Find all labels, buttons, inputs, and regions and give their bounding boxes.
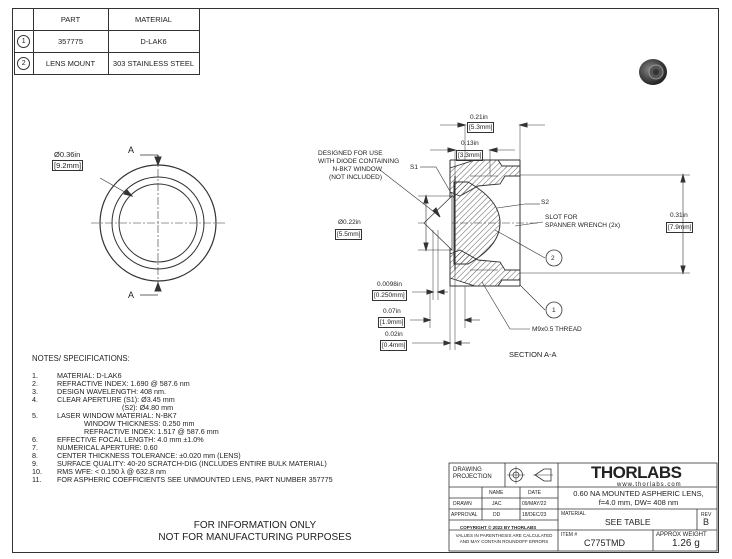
parts-table: PART MATERIAL 1 357775 D-LAK6 2 LENS MOU…	[14, 8, 200, 75]
drawing-projection-label: DRAWING PROJECTION	[453, 467, 492, 480]
note-text: CENTER THICKNESS TOLERANCE: ±0.020 mm (L…	[57, 451, 241, 460]
note-number: 4.	[32, 395, 38, 404]
dim-013-mm: [3.3mm]	[456, 150, 484, 161]
designed-for-note: DESIGNED FOR USE WITH DIODE CONTAINING N…	[318, 150, 400, 181]
note-text: NUMERICAL APERTURE: 0.60	[57, 443, 158, 452]
dim-007-label: 0.07in	[383, 308, 401, 315]
front-view	[91, 154, 225, 296]
disclaimer: FOR INFORMATION ONLY NOT FOR MANUFACTURI…	[158, 520, 352, 543]
note-number: 5.	[32, 411, 38, 420]
weight-value: 1.26 g	[672, 538, 700, 549]
note-text: EFFECTIVE FOCAL LENGTH: 4.0 mm ±1.0%	[57, 435, 204, 444]
note-text: REFRACTIVE INDEX: 1.517 @ 587.6 mm	[84, 427, 219, 436]
dim-00098-label: 0.0098in	[377, 281, 402, 288]
item-label: ITEM #	[561, 532, 578, 538]
front-diameter-mm: [9.2mm]	[52, 160, 84, 171]
drawing-sheet	[12, 8, 719, 553]
item-balloon: 2	[17, 57, 31, 70]
dim-022-label: Ø0.22in	[338, 219, 361, 226]
note-text: WINDOW THICKNESS: 0.250 mm	[84, 419, 195, 428]
balloon-2: 2	[551, 255, 555, 262]
copyright: COPYRIGHT © 2022 BY THORLABS	[460, 525, 537, 530]
dim-002-label: 0.02in	[385, 331, 403, 338]
item-value: C775TMD	[584, 538, 626, 548]
note-number: 7.	[32, 443, 38, 452]
approval-date: 18/DEC/23	[522, 512, 547, 518]
part-description: 0.60 NA MOUNTED ASPHERIC LENS, f=4.0 mm,…	[573, 489, 704, 507]
dim-00098-mm: [0.250mm]	[372, 290, 407, 301]
table-row: 2 LENS MOUNT 303 STAINLESS STEEL	[14, 52, 200, 75]
note-text: FOR ASPHERIC COEFFICIENTS SEE UNMOUNTED …	[57, 475, 333, 484]
section-view	[379, 122, 690, 350]
note-number: 11.	[32, 475, 42, 484]
note-text: (S2): Ø4.80 mm	[122, 403, 174, 412]
note-text: SURFACE QUALITY: 40-20 SCRATCH-DIG (INCL…	[57, 459, 327, 468]
note-number: 6.	[32, 435, 38, 444]
note-text: RMS WFE: < 0.150 λ @ 632.8 nm	[57, 467, 166, 476]
note-text: LASER WINDOW MATERIAL: N-BK7	[57, 411, 177, 420]
s1-label: S1	[410, 164, 418, 171]
dim-021-label: 0.21in	[470, 114, 488, 121]
dim-022-mm: [5.5mm]	[335, 229, 363, 240]
drawn-date: 09/MAY/22	[522, 501, 547, 507]
weight-label: APPROX WEIGHT	[656, 532, 707, 538]
thread-label: M9x0.5 THREAD	[532, 326, 582, 333]
notes-title: NOTES/ SPECIFICATIONS:	[32, 354, 130, 363]
approval-label: APPROVAL	[451, 512, 478, 518]
drawn-label: DRAWN	[453, 501, 472, 507]
balloon-1: 1	[552, 307, 556, 314]
name-header: NAME	[489, 490, 504, 496]
material-value: SEE TABLE	[605, 517, 651, 527]
slot-note: SLOT FOR SPANNER WRENCH (2x)	[545, 214, 620, 229]
dim-031-mm: [7.9mm]	[666, 222, 694, 233]
rev-value: B	[703, 517, 710, 527]
date-header: DATE	[528, 490, 541, 496]
drawn-name: JAC	[492, 501, 502, 507]
s2-label: S2	[541, 199, 549, 206]
dim-007-mm: [1.9mm]	[378, 317, 406, 328]
note-text: MATERIAL: D-LAK6	[57, 371, 122, 380]
note-number: 1.	[32, 371, 38, 380]
thorlabs-logo: THORLABS	[591, 463, 682, 482]
section-marker-bottom: A	[128, 290, 135, 300]
section-title: SECTION A-A	[509, 350, 557, 359]
note-number: 9.	[32, 459, 38, 468]
dim-031-label: 0.31in	[670, 212, 688, 219]
values-note: VALUES IN PARENTHESIS ARE CALCULATED AND…	[455, 533, 553, 544]
note-text: DESIGN WAVELENGTH: 408 nm.	[57, 387, 167, 396]
product-thumbnail	[639, 59, 667, 85]
section-marker-top: A	[128, 145, 135, 155]
dim-021-mm: [5.3mm]	[467, 122, 495, 133]
rev-label: REV	[701, 512, 712, 518]
note-number: 8.	[32, 451, 38, 460]
front-diameter-label: Ø0.36in	[54, 150, 81, 159]
note-text: CLEAR APERTURE (S1): Ø3.45 mm	[57, 395, 175, 404]
material-label: MATERIAL	[561, 511, 586, 517]
item-balloon: 1	[17, 35, 31, 48]
note-number: 2.	[32, 379, 38, 388]
dim-013-label: 0.13in	[461, 140, 479, 147]
material-cell: 303 STAINLESS STEEL	[107, 52, 200, 75]
note-number: 3.	[32, 387, 38, 396]
website: www.thorlabs.com	[617, 482, 682, 488]
approval-name: DD	[493, 512, 501, 518]
note-text: REFRACTIVE INDEX: 1.690 @ 587.6 nm	[57, 379, 190, 388]
title-block-lines	[448, 462, 718, 552]
dim-002-mm: [0.4mm]	[380, 340, 408, 351]
note-number: 10.	[32, 467, 42, 476]
